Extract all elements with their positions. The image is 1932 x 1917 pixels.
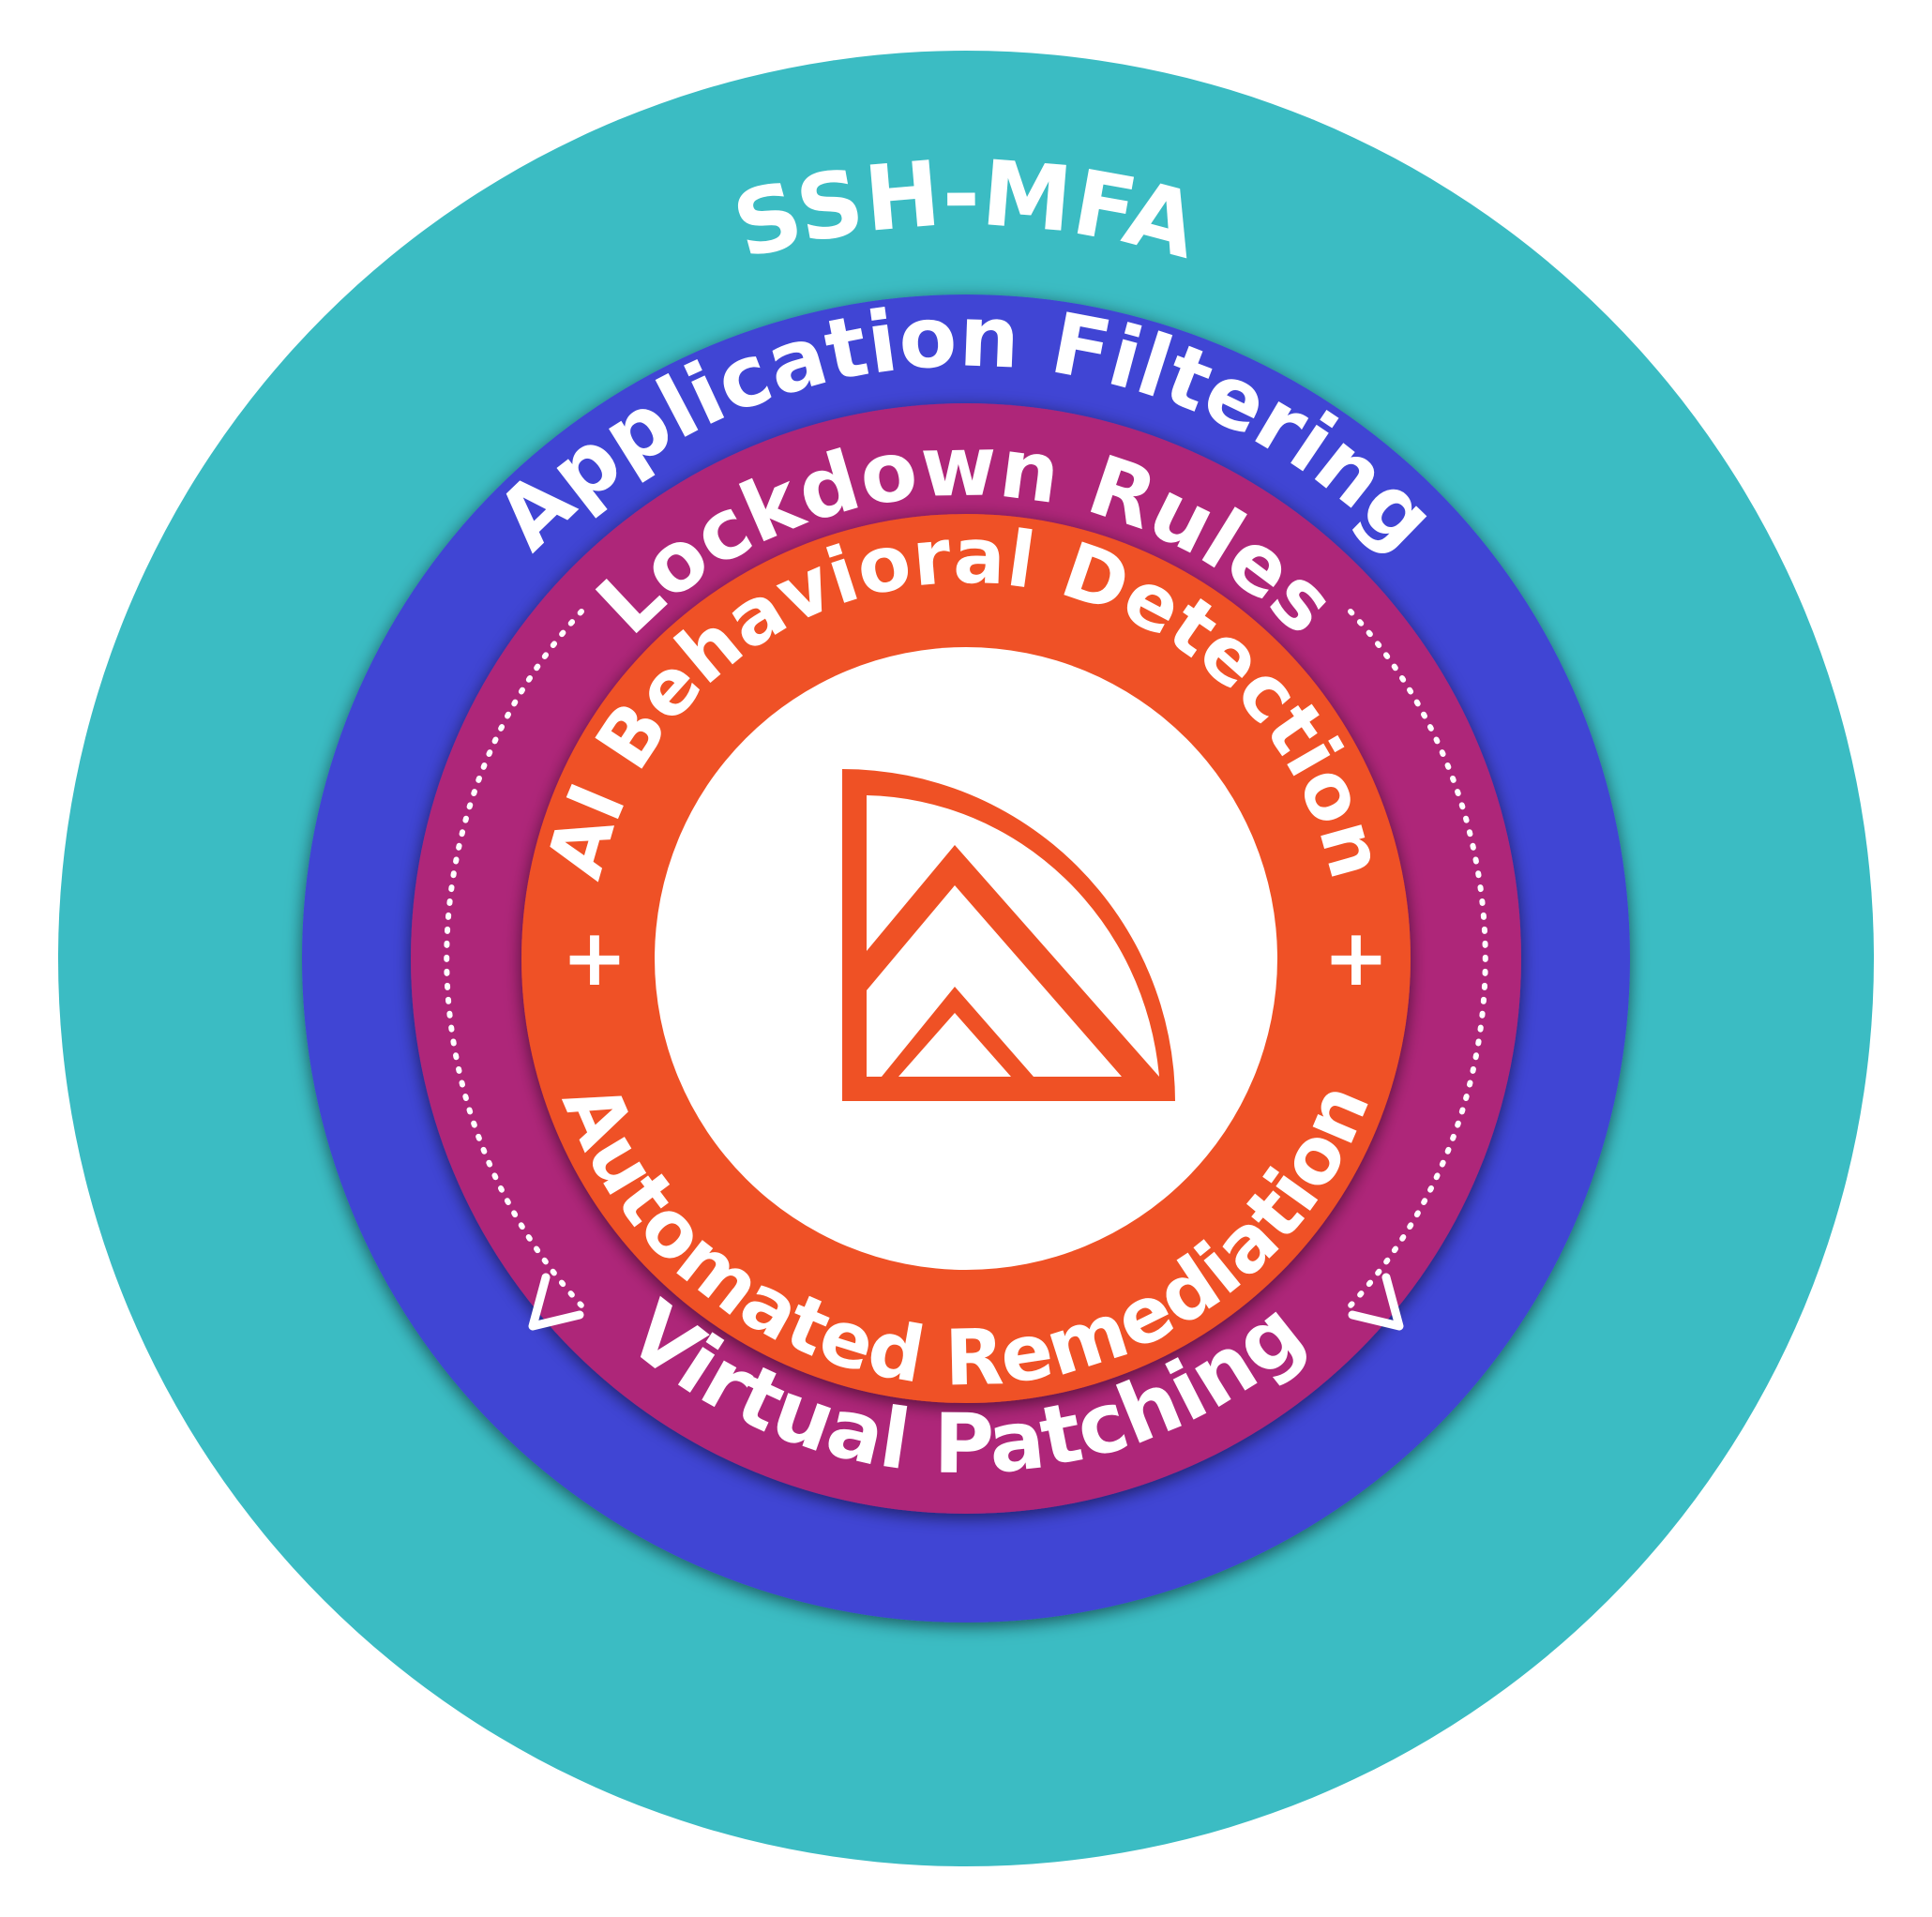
arrowhead-left-icon	[528, 1273, 584, 1331]
plus-right: +	[1323, 912, 1389, 1004]
plus-left: +	[562, 912, 627, 1004]
arrowhead-right-icon	[1348, 1273, 1404, 1331]
dotted-arrow-right	[1348, 609, 1488, 1308]
brand-logo-icon	[842, 769, 1175, 1101]
dotted-arrow-left	[444, 609, 584, 1308]
